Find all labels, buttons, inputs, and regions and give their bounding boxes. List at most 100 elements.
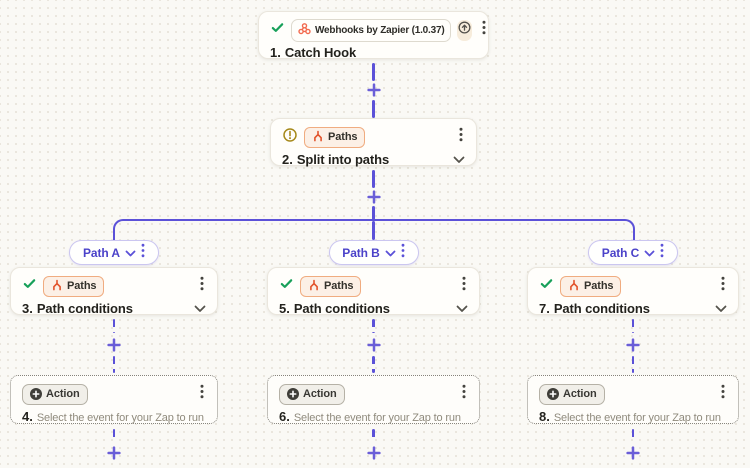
kebab-icon	[459, 127, 463, 147]
add-step-button[interactable]	[366, 446, 381, 460]
add-step-button[interactable]	[366, 83, 381, 97]
step-menu-button[interactable]	[460, 383, 468, 405]
path-menu-button[interactable]	[141, 243, 145, 263]
app-version-badge[interactable]: Webhooks by Zapier (1.0.37)	[291, 18, 452, 42]
action-badge: Action	[22, 383, 88, 405]
step-menu-button[interactable]	[198, 275, 206, 297]
path-b-pill[interactable]: Path B	[328, 240, 419, 265]
step-menu-button[interactable]	[719, 383, 727, 405]
connector-line	[372, 319, 375, 333]
connector-line	[372, 63, 375, 81]
path-collapse-button[interactable]	[644, 244, 655, 262]
chevron-down-icon	[125, 244, 136, 262]
connector-line	[112, 429, 116, 442]
action-badge-label: Action	[46, 388, 80, 400]
kebab-icon	[462, 276, 466, 296]
connector-line	[372, 429, 375, 442]
plus-circle-icon	[287, 388, 299, 400]
paths-badge-label: Paths	[584, 280, 614, 292]
chevron-down-icon	[453, 152, 465, 167]
alert-icon	[282, 127, 298, 148]
plus-icon	[366, 338, 381, 352]
kebab-icon	[462, 384, 466, 404]
step-card-path-a-conditions[interactable]: Paths 3. Path conditions	[10, 267, 218, 316]
connector-line	[372, 221, 375, 240]
kebab-icon	[200, 384, 204, 404]
kebab-icon	[200, 276, 204, 296]
step-title: Catch Hook	[284, 45, 357, 60]
check-icon	[22, 276, 37, 296]
step-card-path-c-conditions[interactable]: Paths 7. Path conditions	[527, 267, 739, 316]
add-step-button[interactable]	[107, 338, 121, 352]
step-menu-button[interactable]	[719, 275, 727, 297]
add-step-button[interactable]	[626, 446, 640, 460]
step-number: 3.	[22, 301, 33, 316]
path-c-pill[interactable]: Path C	[588, 240, 678, 265]
paths-badge-label: Paths	[328, 131, 358, 143]
path-label: Path A	[83, 245, 120, 260]
connector-line	[631, 429, 635, 442]
step-menu-button[interactable]	[457, 126, 465, 148]
kebab-icon	[141, 243, 145, 263]
step-number: 7.	[539, 301, 550, 316]
kebab-icon	[721, 276, 725, 296]
split-icon	[51, 279, 63, 294]
step-card-catch-hook[interactable]: Webhooks by Zapier (1.0.37) 1. Catch Hoo…	[258, 11, 489, 60]
step-card-path-a-action[interactable]: Action 4. Select the event for your Zap …	[10, 375, 218, 424]
step-card-path-c-action[interactable]: Action 8. Select the event for your Zap …	[527, 375, 739, 424]
step-menu-button[interactable]	[480, 19, 488, 41]
step-menu-button[interactable]	[198, 383, 206, 405]
action-badge: Action	[539, 383, 605, 405]
path-menu-button[interactable]	[401, 243, 405, 263]
collapse-step-button[interactable]	[456, 301, 468, 316]
upgrade-version-button[interactable]	[457, 19, 473, 41]
split-icon	[308, 279, 320, 294]
step-number: 2.	[282, 152, 293, 167]
path-label: Path C	[601, 245, 640, 260]
step-card-split-paths[interactable]: Paths 2. Split into paths	[270, 118, 477, 167]
check-icon	[539, 276, 554, 296]
plus-icon	[626, 446, 640, 460]
step-title: Path conditions	[293, 301, 390, 316]
paths-badge: Paths	[43, 275, 105, 297]
step-number: 8.	[539, 409, 550, 424]
chevron-down-icon	[194, 301, 206, 316]
step-title: Select the event for your Zap to run	[293, 412, 461, 424]
kebab-icon	[482, 20, 486, 40]
connector-line	[112, 319, 116, 333]
plus-icon	[626, 338, 640, 352]
step-card-path-b-action[interactable]: Action 6. Select the event for your Zap …	[267, 375, 480, 424]
connector-line	[372, 170, 375, 188]
connector-line	[112, 356, 116, 373]
action-badge: Action	[279, 383, 345, 405]
collapse-step-button[interactable]	[194, 301, 206, 316]
add-step-button[interactable]	[366, 190, 381, 204]
kebab-icon	[721, 384, 725, 404]
add-step-button[interactable]	[366, 338, 381, 352]
action-badge-label: Action	[303, 388, 337, 400]
path-collapse-button[interactable]	[125, 244, 136, 262]
paths-badge-label: Paths	[67, 280, 97, 292]
connector-line	[631, 319, 635, 333]
step-title: Select the event for your Zap to run	[36, 412, 204, 424]
paths-badge-label: Paths	[324, 280, 354, 292]
paths-badge: Paths	[304, 126, 366, 148]
path-a-pill[interactable]: Path A	[69, 240, 159, 265]
step-menu-button[interactable]	[460, 275, 468, 297]
path-menu-button[interactable]	[660, 243, 664, 263]
connector-line	[372, 356, 375, 373]
chevron-down-icon	[456, 301, 468, 316]
add-step-button[interactable]	[107, 446, 121, 460]
add-step-button[interactable]	[626, 338, 640, 352]
plus-circle-icon	[30, 388, 42, 400]
path-collapse-button[interactable]	[385, 244, 396, 262]
check-icon	[270, 20, 285, 40]
connector-line	[372, 206, 375, 220]
collapse-step-button[interactable]	[715, 301, 727, 316]
step-card-path-b-conditions[interactable]: Paths 5. Path conditions	[267, 267, 480, 316]
collapse-step-button[interactable]	[453, 152, 465, 167]
step-title: Path conditions	[553, 301, 650, 316]
plus-icon	[366, 446, 381, 460]
webhook-icon	[298, 22, 311, 38]
plus-circle-icon	[547, 388, 559, 400]
